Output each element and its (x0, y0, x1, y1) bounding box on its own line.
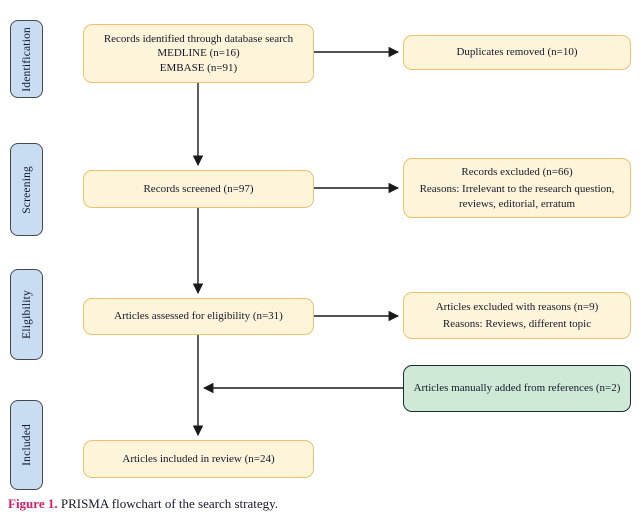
box-manually-added-text: Articles manually added from references … (413, 382, 621, 395)
figure-caption-text: PRISMA flowchart of the search strategy. (57, 496, 279, 511)
box-manually-added: Articles manually added from references … (403, 365, 631, 412)
box-records-screened: Records screened (n=97) (83, 170, 314, 208)
box-articles-excluded-title: Articles excluded with reasons (n=9) (435, 300, 599, 313)
box-records-excluded-reasons: Reasons: Irrelevant to the research ques… (419, 183, 615, 210)
box-articles-excluded-reasons: Reasons: Reviews, different topic (442, 318, 592, 330)
box-records-identified-line3: EMBASE (n=91) (159, 61, 238, 74)
figure-caption: Figure 1. PRISMA flowchart of the search… (8, 496, 278, 512)
box-records-screened-text: Records screened (n=97) (143, 182, 254, 195)
box-duplicates-removed: Duplicates removed (n=10) (403, 35, 631, 70)
box-records-excluded: Records excluded (n=66) Reasons: Irrelev… (403, 158, 631, 218)
box-articles-included-text: Articles included in review (n=24) (122, 452, 275, 465)
box-duplicates-removed-text: Duplicates removed (n=10) (456, 46, 578, 59)
stage-label-identification-text: Identification (20, 26, 33, 92)
stage-label-screening: Screening (10, 143, 43, 236)
stage-label-included: Included (10, 400, 43, 490)
box-articles-excluded: Articles excluded with reasons (n=9) Rea… (403, 292, 631, 339)
box-records-excluded-title: Records excluded (n=66) (461, 166, 573, 179)
stage-label-identification: Identification (10, 20, 43, 98)
box-records-identified: Records identified through database sear… (83, 24, 314, 83)
box-records-identified-line2: MEDLINE (n=16) (157, 47, 240, 60)
stage-label-included-text: Included (20, 424, 33, 466)
box-articles-assessed: Articles assessed for eligibility (n=31) (83, 298, 314, 335)
box-articles-assessed-text: Articles assessed for eligibility (n=31) (114, 310, 283, 323)
stage-label-eligibility-text: Eligibility (20, 290, 33, 339)
stage-label-screening-text: Screening (20, 165, 33, 214)
box-records-identified-line1: Records identified through database sear… (103, 33, 294, 46)
stage-label-eligibility: Eligibility (10, 269, 43, 360)
box-articles-included: Articles included in review (n=24) (83, 440, 314, 478)
figure-caption-label: Figure 1. (8, 496, 58, 511)
